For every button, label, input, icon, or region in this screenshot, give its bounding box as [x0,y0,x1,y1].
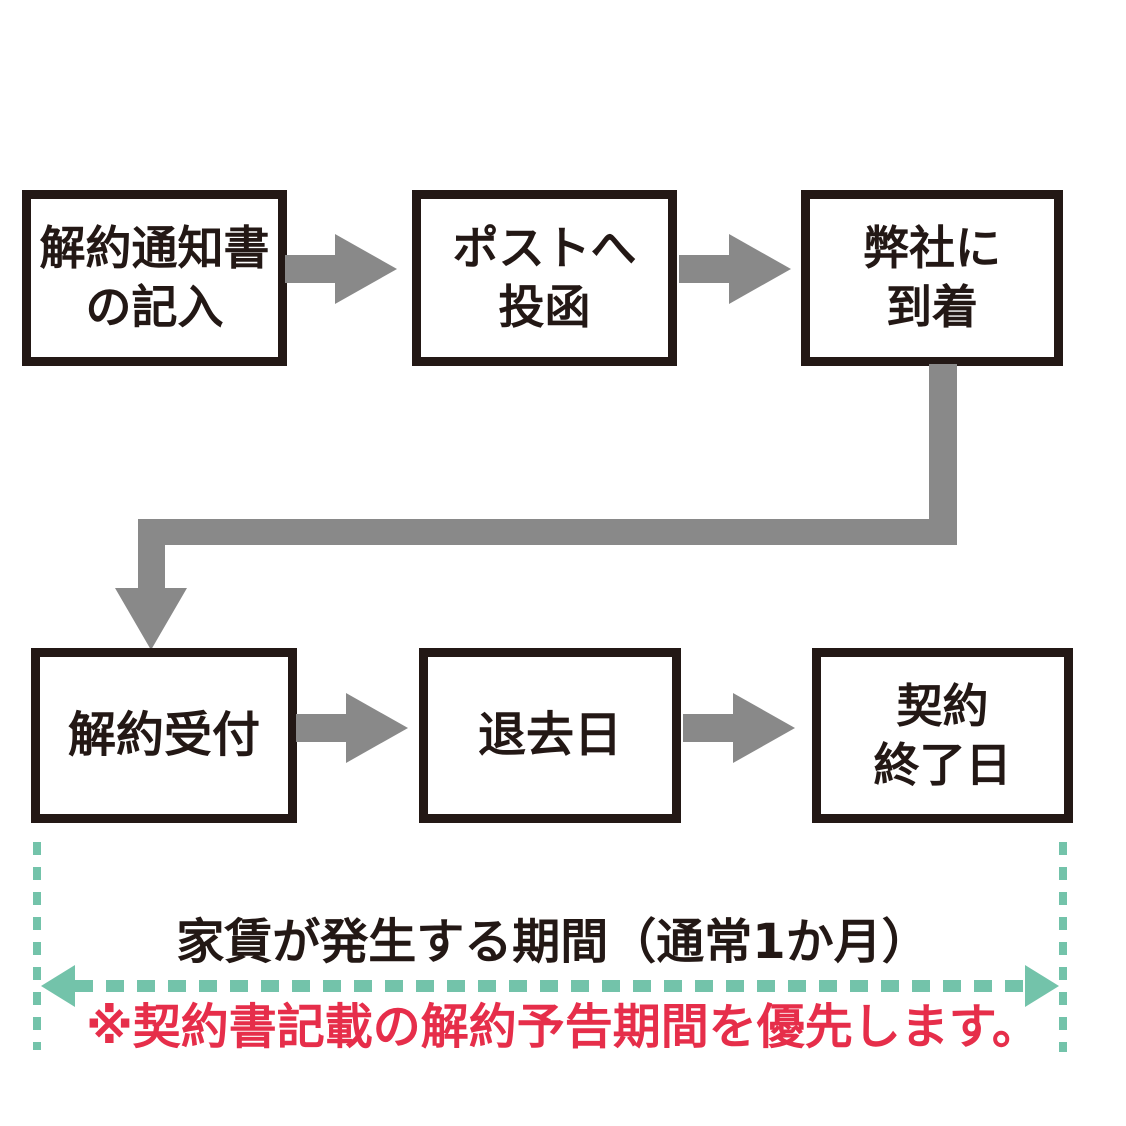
flow-box-cancellation-accepted: 解約受付 [31,648,297,823]
flow-box-notice-fill-label: 解約通知書 の記入 [39,221,270,334]
arrow-head [346,693,408,763]
flow-box-notice-fill: 解約通知書 の記入 [22,190,287,366]
arrow-stem [296,714,346,742]
arrow-stem [683,714,733,742]
flow-box-moveout-date-label: 退去日 [477,706,622,763]
connector-vertical-right [929,364,957,545]
flow-box-contract-end-date: 契約 終了日 [812,648,1073,823]
connector-horizontal [138,519,957,545]
arrow-head [733,693,795,763]
flow-box-arrive-company-label: 弊社に 到着 [863,221,1001,334]
arrow-down-head [115,588,187,650]
flow-box-contract-end-date-label: 契約 終了日 [873,678,1012,792]
arrow-head [729,234,791,304]
arrow-head [335,234,397,304]
arrow-right-icon [683,693,795,763]
flow-box-post-mailbox: ポストへ 投函 [412,190,677,366]
arrow-right-icon [296,693,408,763]
flow-box-moveout-date: 退去日 [419,648,681,823]
flow-box-cancellation-accepted-label: 解約受付 [67,706,260,763]
rent-period-title: 家賃が発生する期間（通常1か月） [176,914,930,970]
arrow-right-icon [285,234,397,304]
arrow-right-icon [679,234,791,304]
contract-priority-note: ※契約書記載の解約予告期間を優先します。 [86,999,1040,1055]
arrow-right-head [1025,965,1059,1007]
dashed-boundary-right [1059,842,1067,1052]
flow-box-arrive-company: 弊社に 到着 [801,190,1063,366]
connector-vertical-left [138,545,165,590]
dashed-boundary-left [33,842,41,1050]
dashed-span-line [75,980,1025,992]
arrow-stem [285,255,335,283]
arrow-left-head [41,965,75,1007]
flow-box-post-mailbox-label: ポストへ 投函 [452,221,637,334]
arrow-stem [679,255,729,283]
